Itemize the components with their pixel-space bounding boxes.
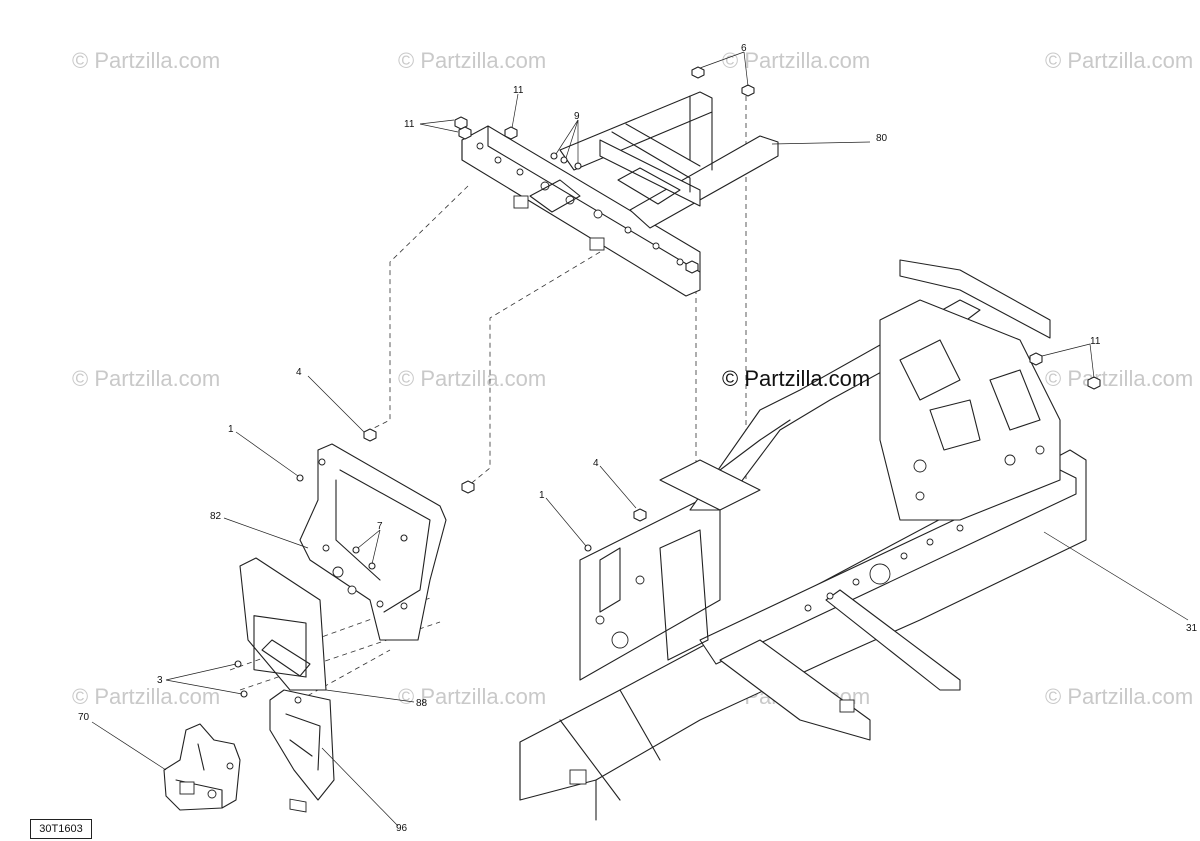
crossmember-hardware: [454, 66, 755, 274]
callout-7: 7: [377, 521, 383, 532]
watermark: © Partzilla.com: [1045, 684, 1193, 709]
watermark: © Partzilla.com: [398, 684, 546, 709]
callout-1: 1: [539, 490, 545, 501]
callout-4: 4: [296, 367, 302, 378]
watermark: © Partzilla.com: [1045, 48, 1193, 73]
callout-80: 80: [876, 133, 888, 144]
watermark: © Partzilla.com: [398, 366, 546, 391]
callout-11: 11: [1090, 336, 1101, 347]
watermark: © Partzilla.com: [398, 48, 546, 73]
watermark: © Partzilla.com: [72, 684, 220, 709]
part-80-crossmember: [461, 91, 779, 297]
callout-96: 96: [396, 823, 408, 834]
watermark: © Partzilla.com: [72, 366, 220, 391]
part-96-bracket: [234, 660, 335, 813]
callout-9: 9: [574, 111, 580, 122]
diagram-reference-label: 30T1603: [30, 819, 92, 839]
watermark: © Partzilla.com: [1045, 366, 1193, 391]
callout-11: 11: [513, 85, 524, 96]
watermark: © Partzilla.com: [72, 48, 220, 73]
callout-31: 31: [1186, 623, 1198, 634]
callout-88: 88: [416, 698, 428, 709]
part-70-mount: [163, 723, 241, 811]
callout-11: 11: [404, 119, 415, 130]
leader-lines: [91, 51, 1189, 827]
part-82-bracket: [296, 428, 475, 641]
callout-3: 3: [157, 675, 163, 686]
watermark-main: © Partzilla.com: [722, 366, 870, 391]
callout-6: 6: [741, 43, 747, 54]
callout-1: 1: [228, 424, 234, 435]
watermark: © Partzilla.com: [722, 48, 870, 73]
callout-82: 82: [210, 511, 222, 522]
callout-4: 4: [593, 458, 599, 469]
callouts: 6 11 11 9 80 4 1 82 7 3 88 70 96 4 1 11 …: [78, 43, 1198, 834]
callout-70: 70: [78, 712, 90, 723]
part-88-plate: [239, 557, 327, 691]
part-31-main-frame: [519, 259, 1101, 821]
